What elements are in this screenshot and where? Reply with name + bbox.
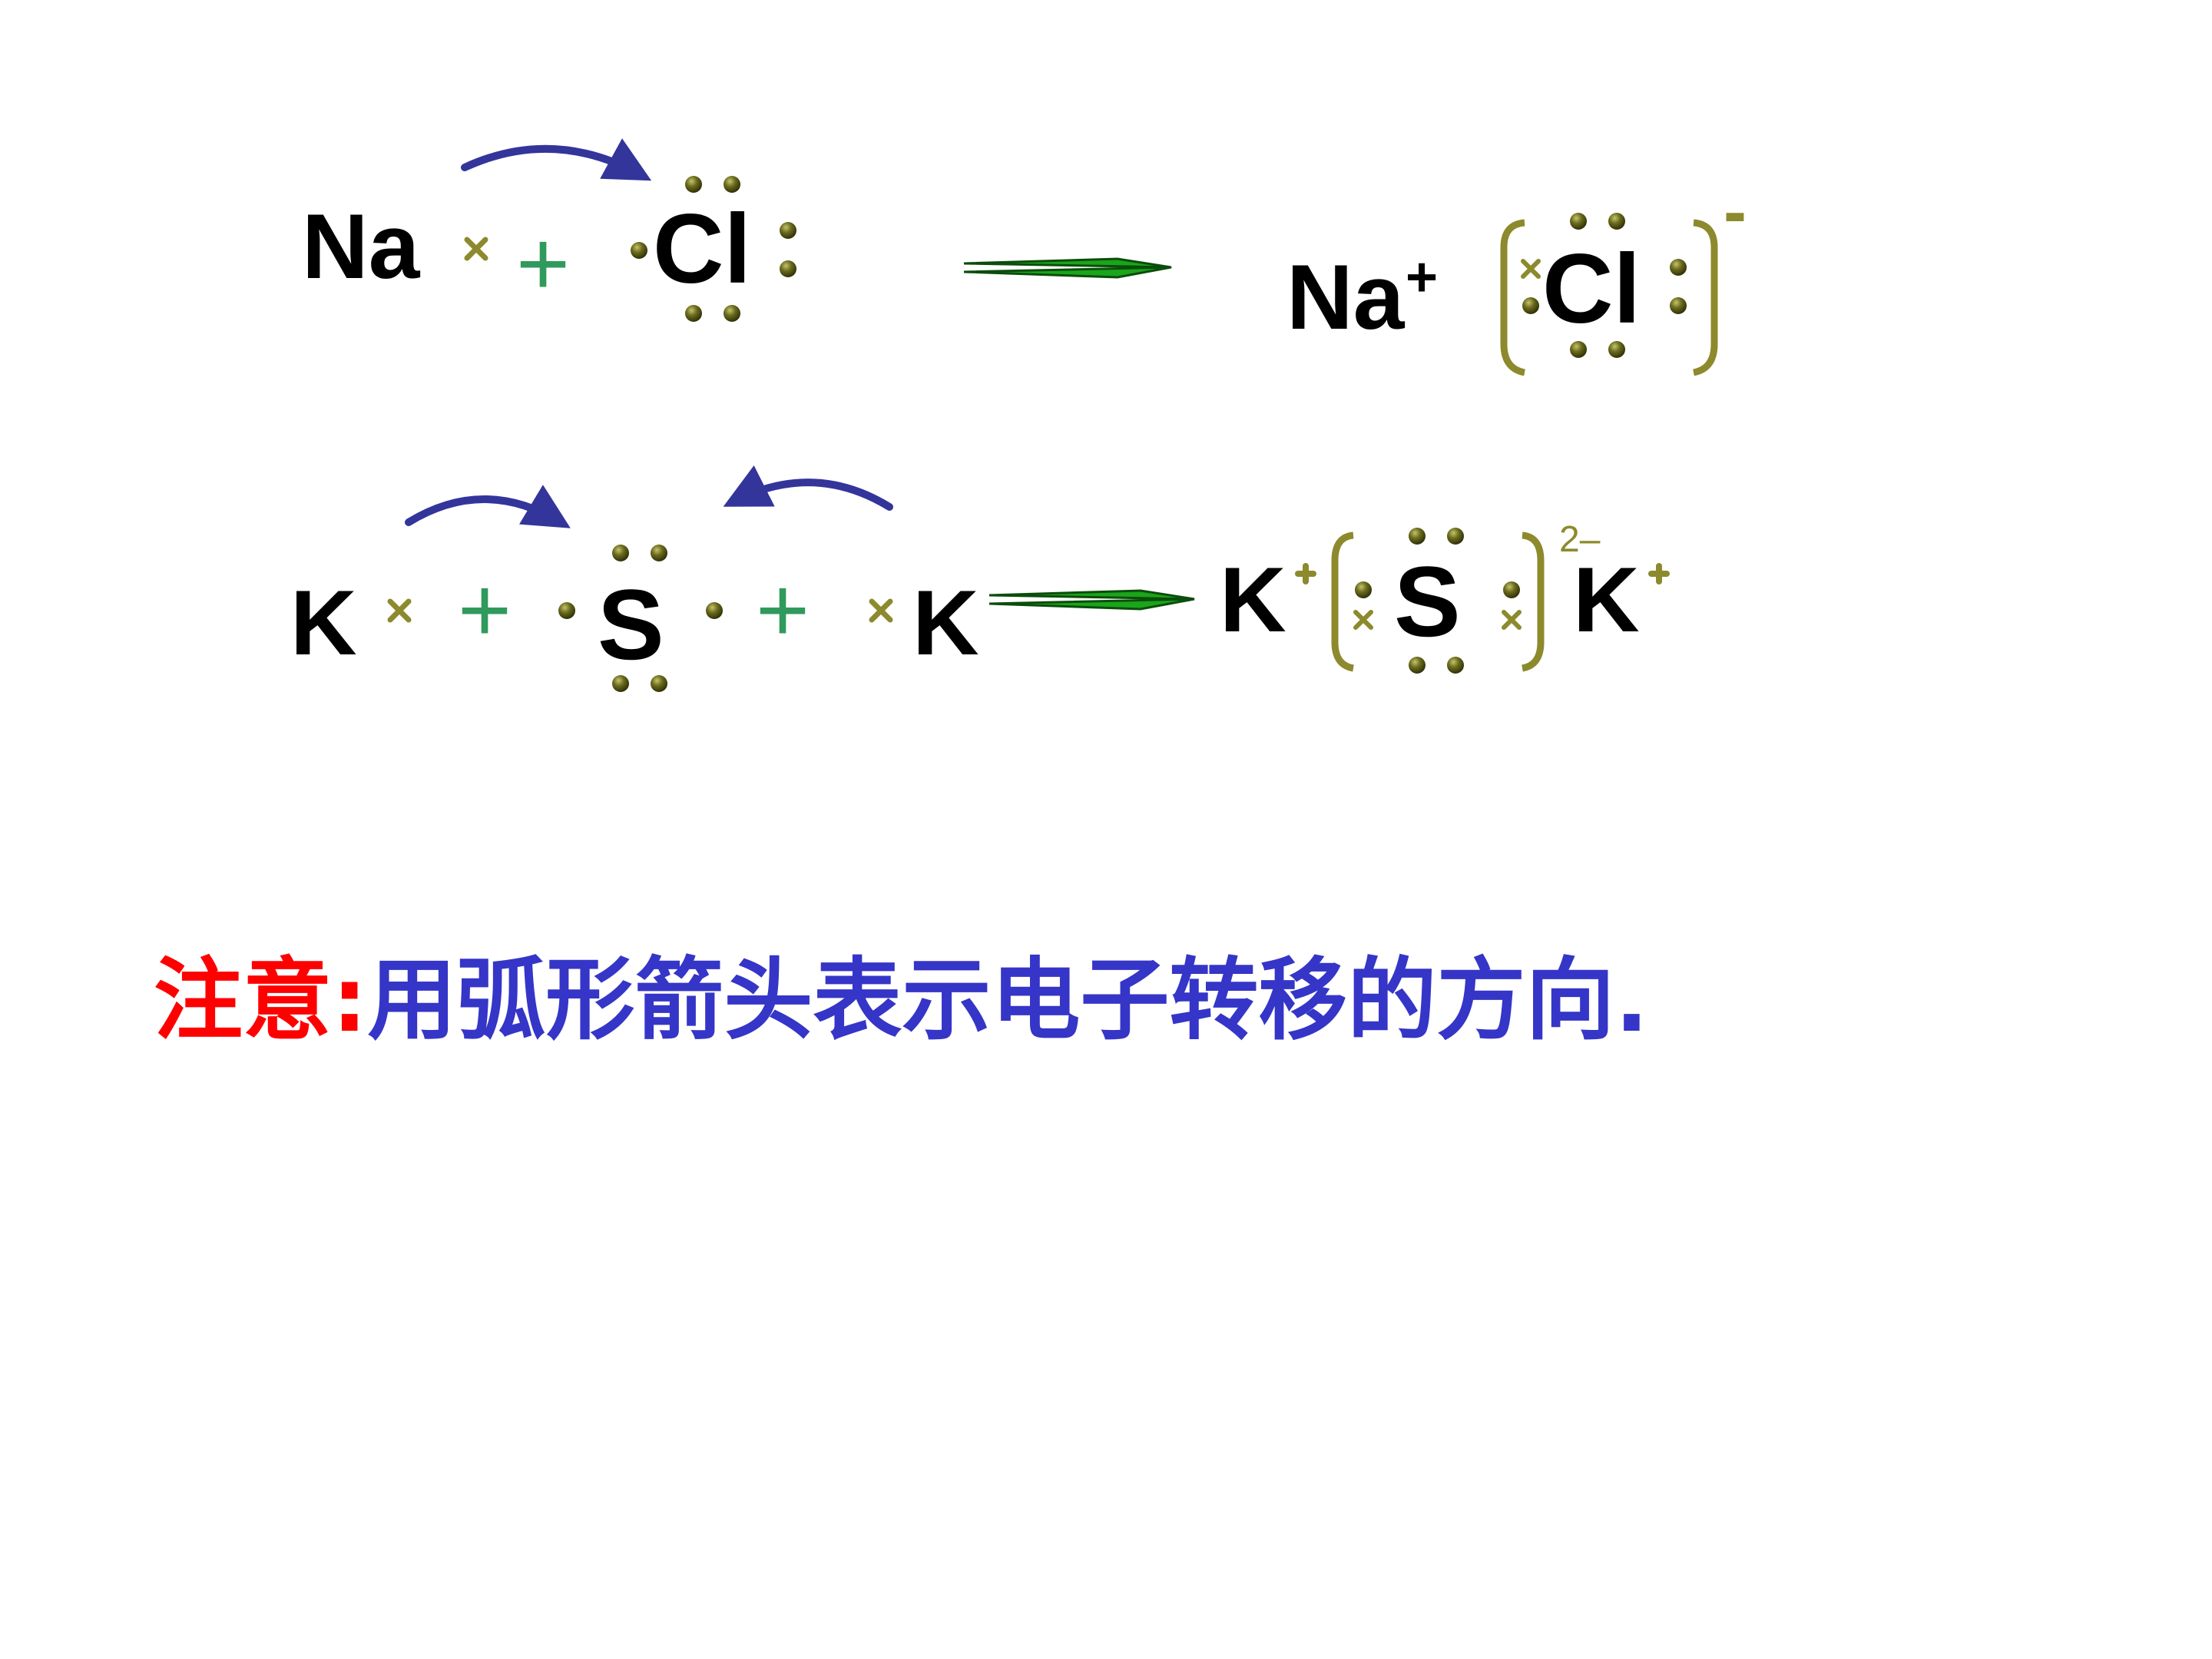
- plus-sign-3: +: [756, 558, 810, 661]
- electron-transfer-arrow-na-cl: [461, 138, 652, 181]
- electron-transfer-arrow-k-right-s: [723, 465, 893, 511]
- bracket-left-s: [1331, 531, 1355, 672]
- na-valence-electron-cross: [464, 237, 488, 261]
- product-k-right-charge: [1648, 563, 1670, 584]
- product-s-charge: 2–: [1559, 519, 1601, 560]
- reactant-k-right-symbol: K: [912, 571, 979, 674]
- reaction-arrow-1: [963, 257, 1172, 279]
- product-s-transferred-crosses: [1353, 610, 1522, 630]
- product-k-right-symbol: K: [1573, 548, 1640, 651]
- plus-sign-2: +: [458, 558, 512, 661]
- bracket-right-cl: [1692, 219, 1718, 376]
- k-right-valence-cross: [869, 598, 893, 623]
- k-left-valence-cross: [387, 598, 412, 623]
- note-label: 注意:: [154, 949, 368, 1052]
- product-na-symbol: Na: [1286, 246, 1406, 349]
- bracket-right-s: [1521, 531, 1545, 672]
- product-s-electron-dots: [1355, 528, 1520, 674]
- bracket-left-cl: [1500, 219, 1526, 376]
- product-na-charge: +: [1406, 247, 1438, 308]
- product-k-left-charge: [1295, 563, 1316, 584]
- electron-transfer-arrow-k-left-s: [405, 485, 571, 528]
- reaction-1: Na + Cl Na + - Cl: [302, 138, 1747, 376]
- product-s-symbol: S: [1394, 545, 1461, 657]
- cl-electron-dots: [631, 176, 796, 322]
- note-text: 用弧形箭头表示电子转移的方向.: [367, 949, 1649, 1052]
- reaction-arrow-2: [988, 589, 1195, 611]
- product-cl-transferred-cross: [1521, 259, 1541, 279]
- note-line: 注意:用弧形箭头表示电子转移的方向.: [154, 956, 1648, 1045]
- product-cl-electron-dots: [1522, 213, 1687, 358]
- product-k-left-symbol: K: [1220, 548, 1286, 651]
- reactant-k-left-symbol: K: [290, 571, 357, 674]
- plus-sign-1: +: [516, 212, 570, 315]
- reactant-cl-symbol: Cl: [653, 194, 751, 304]
- product-cl-charge: -: [1724, 174, 1747, 250]
- reaction-2: K + S + K K 2–: [290, 465, 1670, 692]
- s-electron-dots: [558, 545, 723, 692]
- reactant-s-symbol: S: [598, 568, 664, 680]
- product-cl-symbol: Cl: [1542, 234, 1641, 344]
- reactant-na-symbol: Na: [302, 195, 421, 298]
